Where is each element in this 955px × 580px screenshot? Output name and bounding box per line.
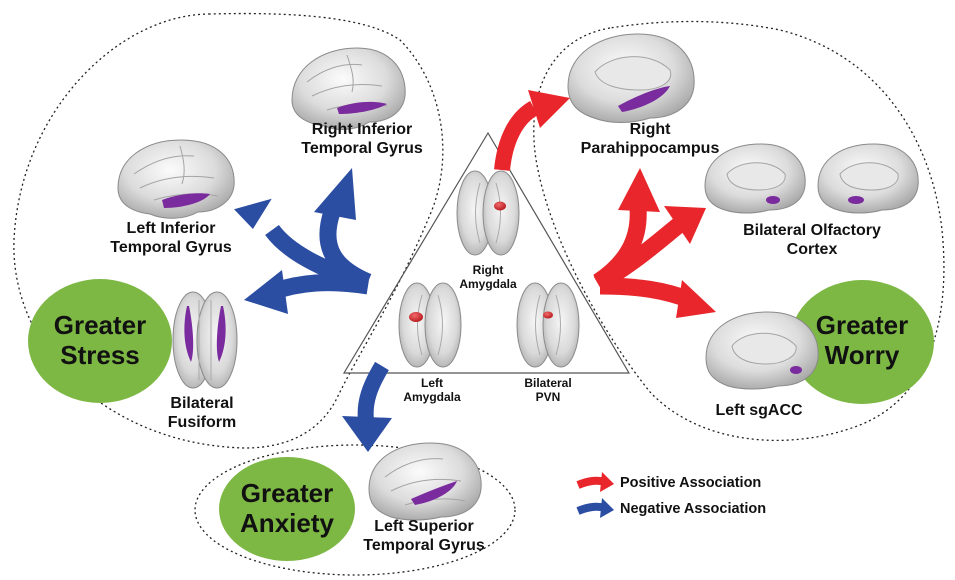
bilateral-olfactory-line1: Bilateral Olfactory [722,222,902,241]
greater-anxiety-label: Greater Anxiety [222,479,352,539]
bilateral-olfactory-line2: Cortex [722,241,902,260]
legend-positive-label: Positive Association [620,475,761,492]
bilateral-pvn-line1: Bilateral [513,376,583,390]
greater-worry-label: Greater Worry [802,311,922,371]
greater-stress-line2: Stress [40,341,160,371]
right-parahippocampus-line2: Parahippocampus [575,140,725,159]
left-stg-line2: Temporal Gyrus [344,537,504,556]
positive-arrow-to-olfactory [598,206,706,284]
legend-negative-label: Negative Association [620,501,766,518]
right-parahippocampus-label: Right Parahippocampus [575,121,725,159]
negative-arrow-to-left-stg [342,366,392,452]
bilateral-pvn-brain [517,283,579,367]
greater-stress-label: Greater Stress [40,311,160,371]
left-itg-line1: Left Inferior [96,220,246,239]
seed-triangle [344,133,629,373]
left-itg-label: Left Inferior Temporal Gyrus [96,220,246,258]
negative-arrow-to-fusiform [244,270,368,314]
right-parahippocampus-line1: Right [575,121,725,140]
bilateral-fusiform-line2: Fusiform [152,414,252,433]
left-amygdala-brain [399,283,461,367]
positive-arrow-to-parahippocampus [502,90,570,170]
right-amygdala-label: Right Amygdala [453,263,523,291]
bilateral-fusiform-line1: Bilateral [152,395,252,414]
left-amygdala-label: Left Amygdala [397,376,467,404]
left-sgacc-line1: Left sgACC [704,402,814,421]
bilateral-fusiform-label: Bilateral Fusiform [152,395,252,433]
left-amygdala-line1: Left [397,376,467,390]
left-itg-line2: Temporal Gyrus [96,239,246,258]
legend-positive-arrow-icon [578,472,614,492]
left-amygdala-line2: Amygdala [397,390,467,404]
greater-worry-line2: Worry [802,341,922,371]
right-parahippocampus-brain [568,34,694,123]
greater-anxiety-line2: Anxiety [222,509,352,539]
left-stg-brain [369,443,481,520]
left-sgacc-label: Left sgACC [704,402,814,421]
left-stg-line1: Left Superior [344,518,504,537]
left-stg-label: Left Superior Temporal Gyrus [344,518,504,556]
bilateral-olfactory-label: Bilateral Olfactory Cortex [722,222,902,260]
greater-worry-line1: Greater [802,311,922,341]
right-amygdala-line2: Amygdala [453,277,523,291]
right-itg-brain [292,48,405,129]
right-itg-line2: Temporal Gyrus [287,140,437,159]
bilateral-pvn-line2: PVN [513,390,583,404]
bilateral-fusiform-brain [173,292,237,388]
greater-anxiety-line1: Greater [222,479,352,509]
bilateral-olfactory-brain-right [818,144,918,213]
right-amygdala-brain [457,171,519,255]
bilateral-pvn-label: Bilateral PVN [513,376,583,404]
right-itg-line1: Right Inferior [287,121,437,140]
greater-stress-line1: Greater [40,311,160,341]
right-itg-label: Right Inferior Temporal Gyrus [287,121,437,159]
right-amygdala-line1: Right [453,263,523,277]
positive-arrow-to-sgacc [600,280,716,318]
left-itg-brain [118,140,234,218]
legend-negative-arrow-icon [578,498,614,518]
